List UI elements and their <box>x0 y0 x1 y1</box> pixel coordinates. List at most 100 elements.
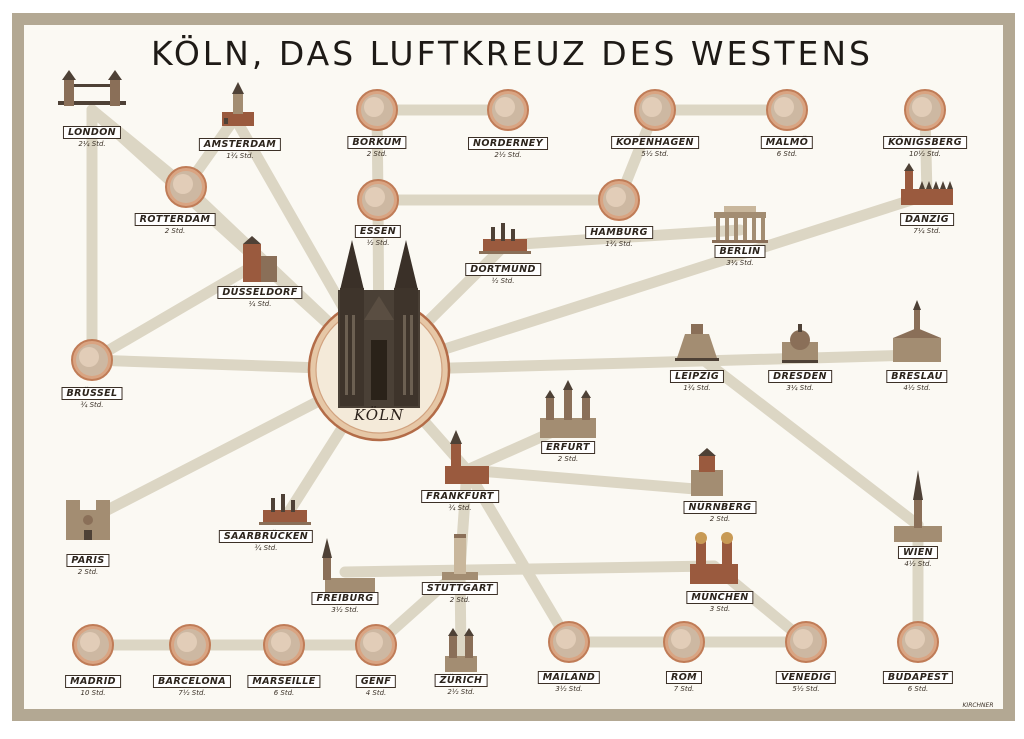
madrid-airport-marker-icon <box>72 624 114 666</box>
budapest-airport-marker-icon <box>897 621 939 663</box>
city-name: LONDON <box>62 126 122 139</box>
flight-time: 1¾ Std. <box>683 384 711 392</box>
koeln-hub <box>307 240 451 442</box>
flight-time: 7½ Std. <box>178 689 206 697</box>
landmark-pictograms <box>58 70 953 672</box>
cologne-cathedral-icon <box>338 240 420 408</box>
city-name: STUTTGART <box>421 582 499 595</box>
city-name: DANZIG <box>900 213 954 226</box>
route-brüssel-düsseldorf <box>86 256 266 366</box>
genf-airport-marker-icon <box>355 624 397 666</box>
city-name: DÜSSELDORF <box>217 286 303 299</box>
city-name: PARIS <box>66 554 110 567</box>
town-hall-icon <box>893 300 941 362</box>
artist-signature: KIRCHNER <box>962 702 994 709</box>
city-name: HAMBURG <box>585 226 653 239</box>
map-title: KÖLN, DAS LUFTKREUZ DES WESTENS <box>150 34 873 73</box>
flight-time: 2 Std. <box>557 455 579 463</box>
city-name: NORDERNEY <box>468 137 548 150</box>
rotterdam-airport-marker-icon <box>165 166 207 208</box>
spire-church-icon <box>894 470 942 542</box>
city-name: GENF <box>355 675 397 688</box>
flight-time: 2 Std. <box>366 150 388 158</box>
flight-time: 10 Std. <box>80 689 106 697</box>
city-name: MAILAND <box>537 671 601 684</box>
flight-time: 2½ Std. <box>494 151 522 159</box>
flight-time: 2 Std. <box>449 596 471 604</box>
city-name: KÖNIGSBERG <box>883 136 967 149</box>
flight-time: 10½ Std. <box>909 150 941 158</box>
flight-time: 2 Std. <box>77 568 99 576</box>
flight-time: ¾ Std. <box>80 401 104 409</box>
city-name: ROM <box>665 671 703 684</box>
city-name: ESSEN <box>354 225 402 238</box>
city-name: MÜNCHEN <box>686 591 754 604</box>
flight-time: 3½ Std. <box>555 685 583 693</box>
kopenhagen-airport-marker-icon <box>634 89 676 131</box>
flight-time: 2 Std. <box>709 515 731 523</box>
flight-time: 6 Std. <box>273 689 295 697</box>
twin-domes-icon <box>690 532 738 584</box>
flight-time: 2 Std. <box>164 227 186 235</box>
city-name: ERFURT <box>541 441 595 454</box>
flight-time: ¾ Std. <box>254 544 278 552</box>
malmö-airport-marker-icon <box>766 89 808 131</box>
marseille-airport-marker-icon <box>263 624 305 666</box>
route-leipzig-wien <box>691 349 924 531</box>
factory-icon <box>259 494 311 525</box>
tower-icon <box>442 534 478 580</box>
flight-time: 7 Std. <box>673 685 695 693</box>
city-name: BRÜSSEL <box>61 387 123 400</box>
flight-time: 3½ Std. <box>331 606 359 614</box>
flight-time: 4½ Std. <box>904 560 932 568</box>
mailand-airport-marker-icon <box>548 621 590 663</box>
dome-church-icon <box>782 324 818 363</box>
city-name: ROTTERDAM <box>134 213 216 226</box>
flight-time: 3¼ Std. <box>786 384 814 392</box>
flight-time: 7¼ Std. <box>913 227 941 235</box>
flight-time: 1¾ Std. <box>605 240 633 248</box>
church-icon <box>445 430 489 484</box>
flight-time: 3¼ Std. <box>726 259 754 267</box>
city-name: AMSTERDAM <box>198 138 282 151</box>
flight-time: 5½ Std. <box>792 685 820 693</box>
grossmuenster-icon <box>445 628 477 672</box>
norderney-airport-marker-icon <box>487 89 529 131</box>
essen-airport-marker-icon <box>357 179 399 221</box>
flight-time: 3 Std. <box>709 605 731 613</box>
flight-time: 4½ Std. <box>903 384 931 392</box>
flight-time: 2¼ Std. <box>78 140 106 148</box>
city-name: MALMÖ <box>760 136 814 149</box>
cathedral-icon <box>540 380 596 438</box>
hub-label: KÖLN <box>353 406 405 424</box>
notre-dame-icon <box>66 500 110 540</box>
route-frankfurt-nürnberg <box>461 464 713 496</box>
city-name: SAARBRÜCKEN <box>218 530 314 543</box>
route-hub-danzig <box>373 189 933 376</box>
city-name: LEIPZIG <box>669 370 725 383</box>
